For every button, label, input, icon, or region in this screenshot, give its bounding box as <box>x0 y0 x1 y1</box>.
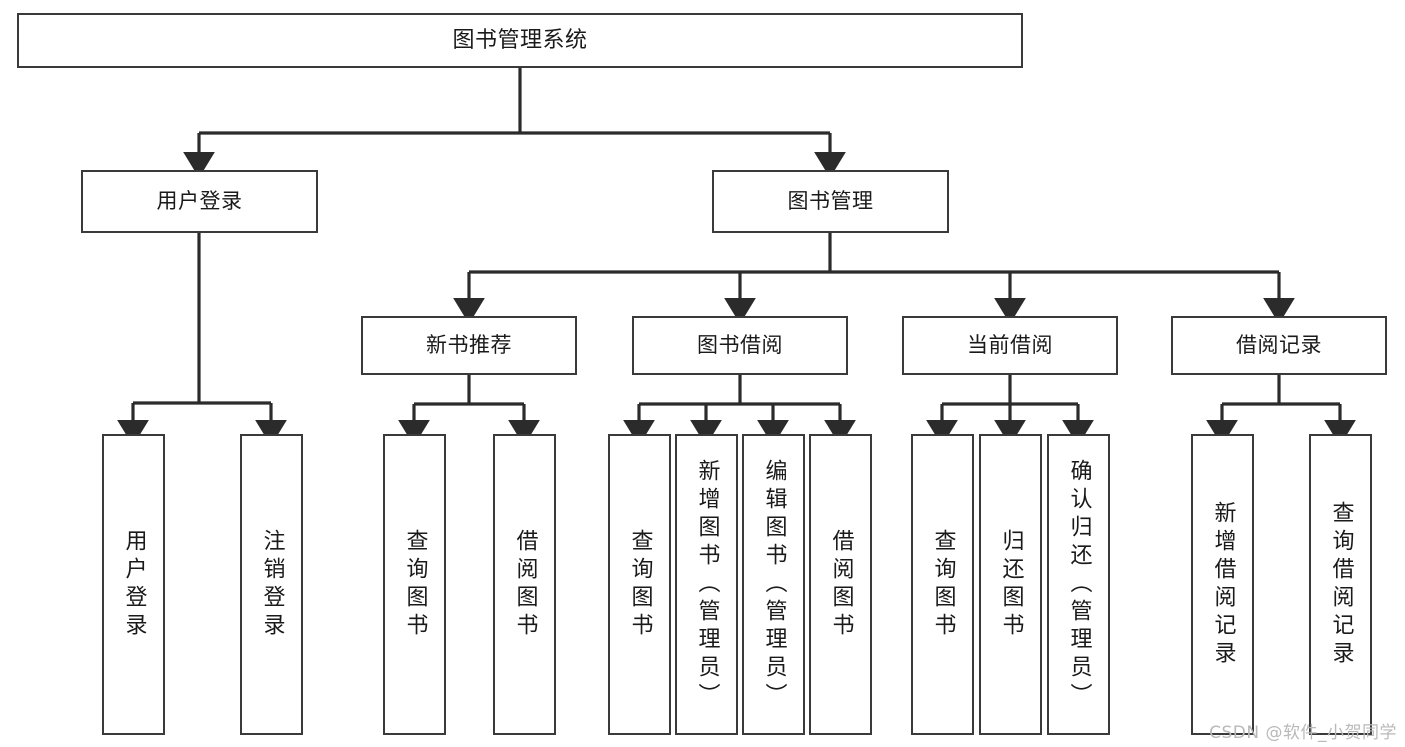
node-borrow-record-label: 借阅记录 <box>1236 333 1322 358</box>
node-leaf-add-book-label: 新增图书（管理员） <box>694 458 720 711</box>
node-book-manage[interactable]: 图书管理 <box>712 170 949 233</box>
node-leaf-logout-login-label: 注销登录 <box>259 528 285 641</box>
node-leaf-return-book-label: 归还图书 <box>998 528 1024 641</box>
node-leaf-user-login[interactable]: 用户登录 <box>102 434 165 735</box>
node-leaf-borrow-book-2[interactable]: 借阅图书 <box>809 434 872 735</box>
node-leaf-add-record-label: 新增借阅记录 <box>1210 500 1236 669</box>
node-leaf-edit-book-label: 编辑图书（管理员） <box>761 458 787 711</box>
node-leaf-return-book[interactable]: 归还图书 <box>979 434 1042 735</box>
node-leaf-confirm-return[interactable]: 确认归还（管理员） <box>1047 434 1110 735</box>
node-new-book-recommend-label: 新书推荐 <box>426 333 512 358</box>
node-leaf-edit-book[interactable]: 编辑图书（管理员） <box>742 434 805 735</box>
node-borrow-record[interactable]: 借阅记录 <box>1171 316 1387 375</box>
node-user-login[interactable]: 用户登录 <box>81 170 318 233</box>
node-leaf-query-book-1[interactable]: 查询图书 <box>383 434 446 735</box>
node-leaf-query-book-1-label: 查询图书 <box>402 528 428 641</box>
node-leaf-add-book[interactable]: 新增图书（管理员） <box>675 434 738 735</box>
node-leaf-add-record[interactable]: 新增借阅记录 <box>1191 434 1254 735</box>
node-leaf-borrow-book-2-label: 借阅图书 <box>828 528 854 641</box>
node-book-manage-label: 图书管理 <box>787 189 874 214</box>
node-leaf-user-login-label: 用户登录 <box>121 528 147 641</box>
node-root-label: 图书管理系统 <box>452 27 588 53</box>
node-leaf-query-book-2[interactable]: 查询图书 <box>608 434 671 735</box>
node-book-borrow-label: 图书借阅 <box>697 333 783 358</box>
node-leaf-logout-login[interactable]: 注销登录 <box>240 434 303 735</box>
node-leaf-query-record[interactable]: 查询借阅记录 <box>1309 434 1372 735</box>
node-book-borrow[interactable]: 图书借阅 <box>632 316 848 375</box>
node-leaf-borrow-book-1[interactable]: 借阅图书 <box>493 434 556 735</box>
node-user-login-label: 用户登录 <box>156 189 243 214</box>
node-leaf-query-book-3-label: 查询图书 <box>930 528 956 641</box>
node-leaf-query-record-label: 查询借阅记录 <box>1328 500 1354 669</box>
node-current-borrow[interactable]: 当前借阅 <box>902 316 1118 375</box>
node-leaf-confirm-return-label: 确认归还（管理员） <box>1066 458 1092 711</box>
node-root[interactable]: 图书管理系统 <box>17 13 1023 68</box>
node-leaf-query-book-2-label: 查询图书 <box>627 528 653 641</box>
node-leaf-query-book-3[interactable]: 查询图书 <box>911 434 974 735</box>
node-leaf-borrow-book-1-label: 借阅图书 <box>512 528 538 641</box>
node-current-borrow-label: 当前借阅 <box>967 333 1053 358</box>
node-new-book-recommend[interactable]: 新书推荐 <box>361 316 577 375</box>
